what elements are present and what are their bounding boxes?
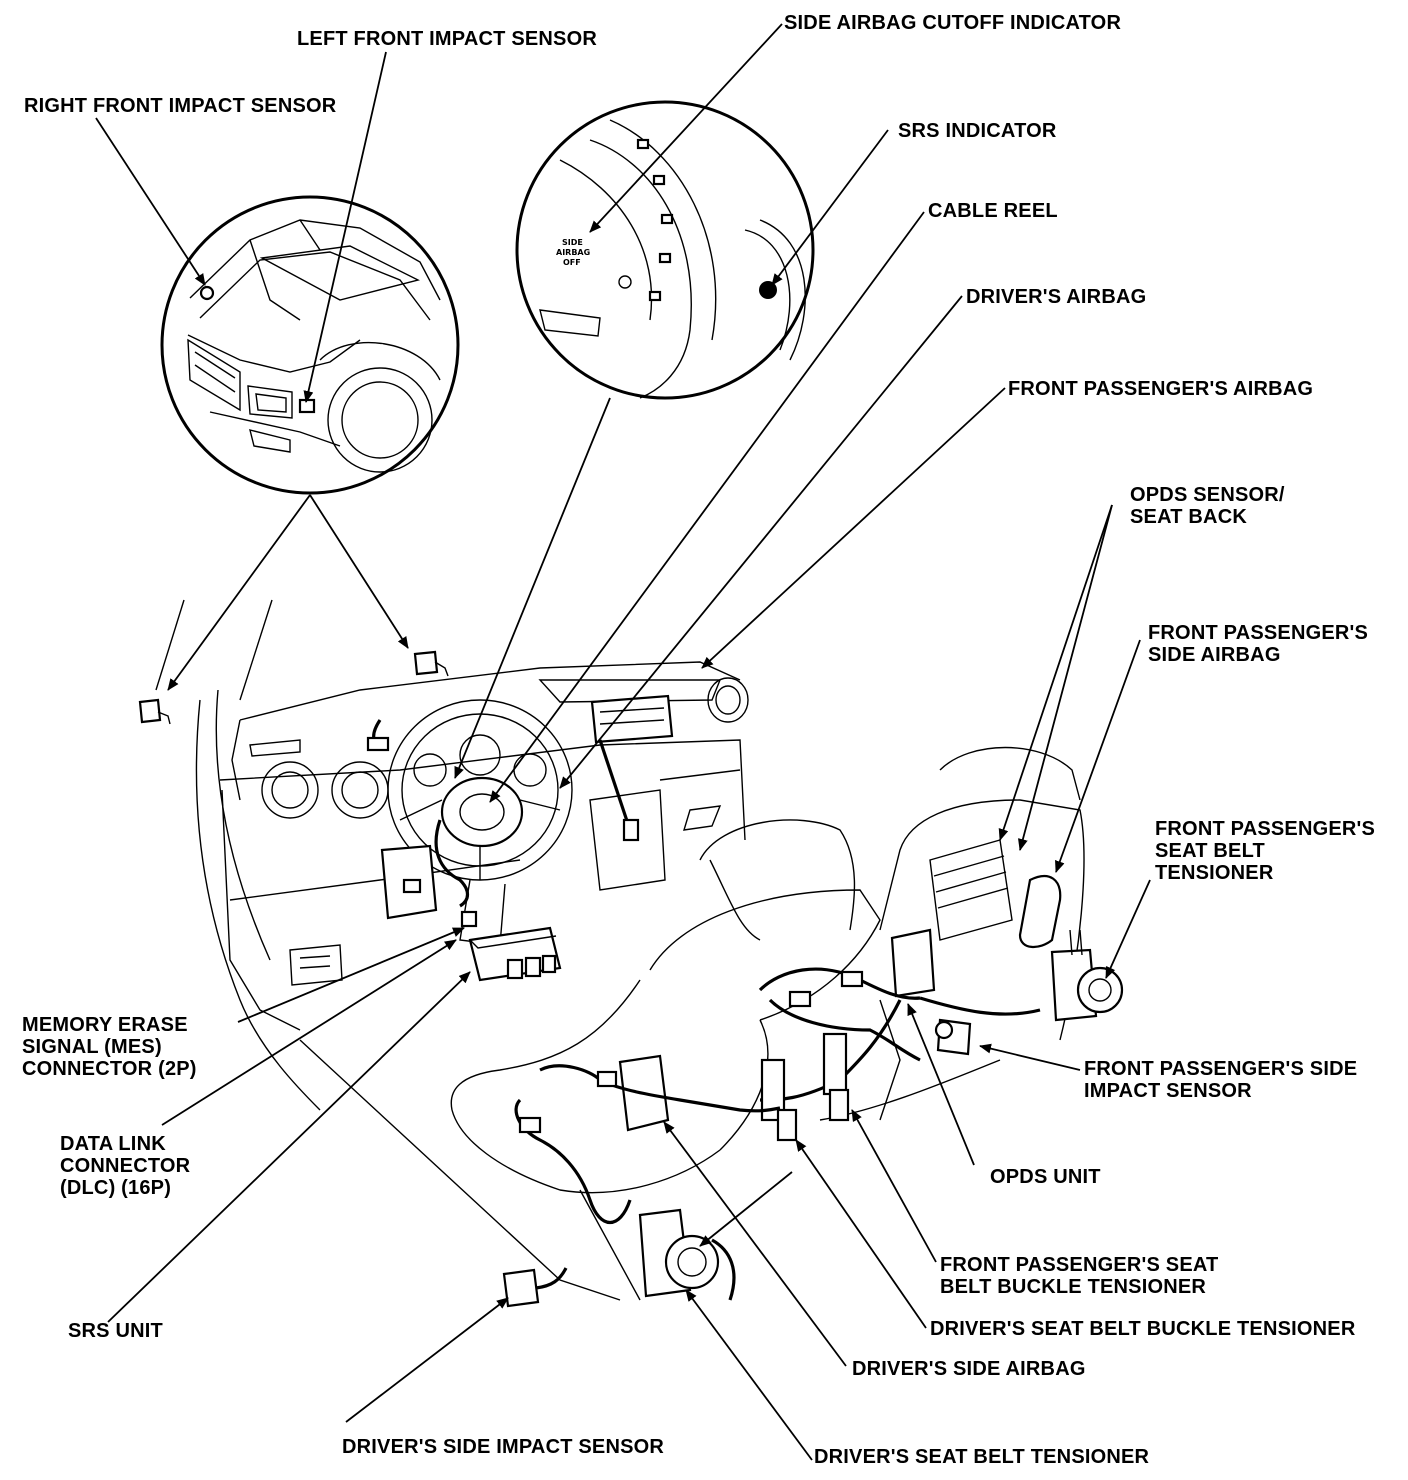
- impact-sensor-icons: [138, 650, 449, 725]
- srs-unit-part: [380, 844, 562, 982]
- label-front-passengers-seat-belt-buckle-tensioner: FRONT PASSENGER'S SEAT BELT BUCKLE TENSI…: [940, 1254, 1218, 1298]
- label-line: FRONT PASSENGER'S SEAT: [940, 1254, 1219, 1276]
- label-line: IMPACT SENSOR: [1084, 1080, 1252, 1102]
- label-line: TENSIONER: [1155, 862, 1274, 884]
- label-drivers-side-airbag: DRIVER'S SIDE AIRBAG: [852, 1358, 1086, 1380]
- dashboard: [155, 599, 749, 1111]
- passenger-seat-belt-tensioner-part: [1050, 929, 1124, 1022]
- driver-side-impact-sensor-part: [502, 1267, 568, 1308]
- label-front-passengers-seat-belt-tensioner: FRONT PASSENGER'S SEAT BELT TENSIONER: [1155, 818, 1375, 884]
- gauge-text-2: AIRBAG: [556, 248, 590, 257]
- label-srs-indicator: SRS INDICATOR: [898, 120, 1057, 142]
- label-line: (DLC) (16P): [60, 1177, 172, 1199]
- label-left-front-impact-sensor: LEFT FRONT IMPACT SENSOR: [297, 28, 597, 50]
- label-line: OPDS SENSOR/: [1130, 484, 1285, 506]
- label-drivers-seat-belt-buckle-tensioner: DRIVER'S SEAT BELT BUCKLE TENSIONER: [930, 1318, 1356, 1340]
- leader-lines: [95, 23, 1151, 1461]
- driver-seat: [450, 819, 881, 1194]
- label-line: SEAT BELT: [1155, 840, 1265, 862]
- label-drivers-side-impact-sensor: DRIVER'S SIDE IMPACT SENSOR: [342, 1436, 665, 1458]
- label-right-front-impact-sensor: RIGHT FRONT IMPACT SENSOR: [24, 95, 337, 117]
- passenger-seat: [819, 746, 1085, 1121]
- label-line: FRONT PASSENGER'S: [1148, 622, 1369, 644]
- label-front-passengers-side-impact-sensor: FRONT PASSENGER'S SIDE IMPACT SENSOR: [1084, 1058, 1357, 1102]
- label-line: BELT BUCKLE TENSIONER: [940, 1276, 1207, 1298]
- label-data-link-connector: DATA LINK CONNECTOR (DLC) (16P): [60, 1133, 190, 1199]
- gauge-text-1: SIDE: [562, 238, 583, 247]
- label-side-airbag-cutoff-indicator: SIDE AIRBAG CUTOFF INDICATOR: [784, 12, 1122, 34]
- driver-seat-belt-tensioner-part: [638, 1208, 736, 1301]
- label-opds-sensor-seat-back: OPDS SENSOR/ SEAT BACK: [1130, 484, 1285, 528]
- label-line: CONNECTOR (2P): [22, 1058, 197, 1080]
- label-drivers-airbag: DRIVER'S AIRBAG: [966, 286, 1147, 308]
- label-srs-unit: SRS UNIT: [68, 1320, 163, 1342]
- label-cable-reel: CABLE REEL: [928, 200, 1058, 222]
- label-line: CONNECTOR: [60, 1155, 191, 1177]
- label-front-passengers-side-airbag: FRONT PASSENGER'S SIDE AIRBAG: [1148, 622, 1368, 666]
- label-drivers-seat-belt-tensioner: DRIVER'S SEAT BELT TENSIONER: [814, 1446, 1150, 1468]
- front-passenger-airbag-part: [590, 694, 674, 744]
- label-memory-erase-signal-connector: MEMORY ERASE SIGNAL (MES) CONNECTOR (2P): [22, 1014, 197, 1080]
- label-line: SEAT BACK: [1130, 506, 1247, 528]
- steering-wheel: [387, 699, 573, 946]
- label-line: SIGNAL (MES): [22, 1036, 162, 1058]
- vehicle-front-inset: [160, 195, 460, 495]
- label-line: FRONT PASSENGER'S: [1155, 818, 1376, 840]
- label-line: MEMORY ERASE: [22, 1014, 188, 1036]
- label-line: FRONT PASSENGER'S SIDE: [1084, 1058, 1358, 1080]
- label-line: DATA LINK: [60, 1133, 166, 1155]
- label-line: SIDE AIRBAG: [1148, 644, 1281, 666]
- label-opds-unit: OPDS UNIT: [990, 1166, 1101, 1188]
- label-front-passengers-airbag: FRONT PASSENGER'S AIRBAG: [1008, 378, 1314, 400]
- gauge-cluster-inset: SIDE AIRBAG OFF: [515, 100, 815, 400]
- gauge-text-3: OFF: [563, 258, 581, 267]
